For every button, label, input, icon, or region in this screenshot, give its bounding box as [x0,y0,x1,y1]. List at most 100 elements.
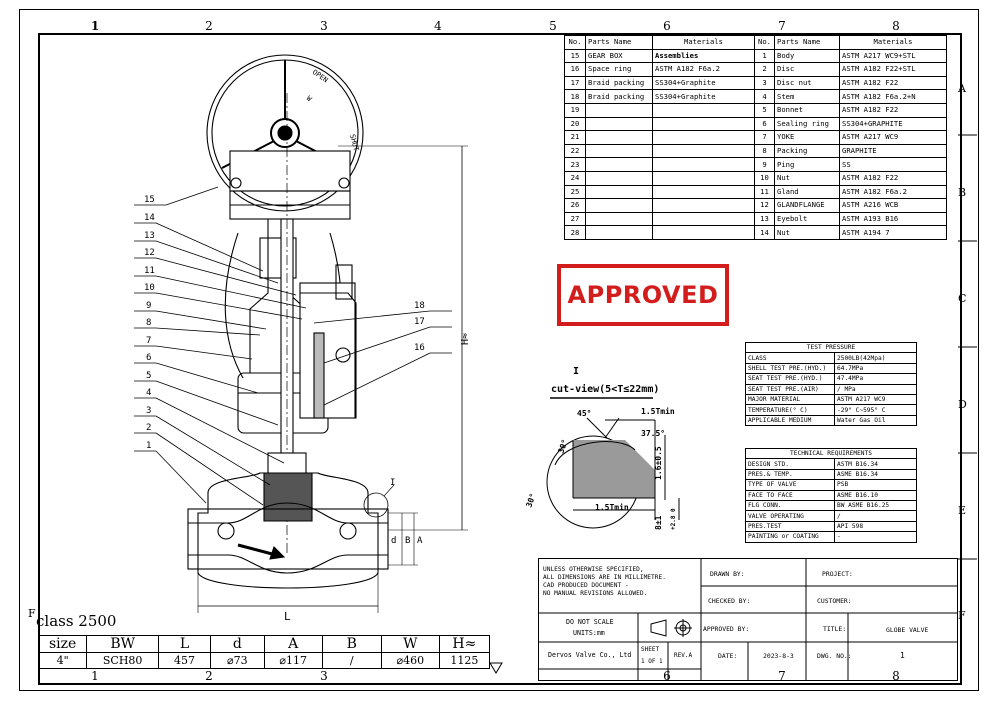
size-value-cell: ⌀73 [209,652,265,669]
inner-frame [38,33,962,685]
size-header-cell: B [321,635,382,653]
callout-4: 4 [146,388,151,398]
test_pressure-row: TEMPERATURE(° C)-29° C~595° C [745,404,917,416]
cut-tmin-bottom: 1.5Tmin [595,502,629,512]
bom-cell: Packing [774,143,840,159]
bom-cell: ASTM A182 F22 [839,75,947,91]
zone-ticks-right [958,134,977,560]
bom-cell: Gland [774,184,840,200]
test_pressure-cell: TEMPERATURE(° C) [745,404,835,416]
units: UNITS:mm [573,629,605,637]
bom-cell: Nut [774,170,840,186]
bom-cell: 19 [564,102,586,118]
callout-5: 5 [146,371,151,381]
title-block-grid [538,558,958,681]
zone-bottom-8: 8 [892,669,900,683]
zone-side-b: B [958,186,967,199]
technical-row: DESIGN STD.ASTM B16.34 [745,458,917,470]
technical-cell: FACE TO FACE [745,489,835,501]
bom-cell [585,225,653,240]
bom-cell: 28 [564,225,586,240]
title-label: TITLE: [823,625,847,633]
technical-cell: ASTM B16.34 [834,458,917,470]
bom-cell [585,143,653,159]
approved-by: APPROVED BY: [703,625,750,633]
size-value-cell: / [321,652,382,669]
bom-cell: ASTM A182 F22 [839,170,947,186]
bom-header-row: No. Parts Name Materials No. Parts Name … [564,35,947,50]
cut-tol-a: 1.6±0.5 [654,446,663,480]
bom-table: No. Parts Name Materials No. Parts Name … [564,35,947,240]
bom-cell [652,184,755,200]
bom-cell: Disc [774,62,840,77]
cut-angle-37: 37.5° [641,429,665,438]
callout-13: 13 [144,231,155,241]
size-header-cell: L [158,635,211,653]
callout-18: 18 [414,301,425,311]
technical-cell: FLG CONN. [745,499,835,512]
size-value-cell: 457 [158,652,211,669]
technical-cell: PSB [834,479,917,491]
bom-cell: SS [839,157,947,172]
bom-cell: Stem [774,89,840,104]
zone-bottom-2: 2 [205,669,213,683]
bom-cell: SS304+Graphite [652,89,755,104]
size-value-cell: 1125 [438,652,491,669]
dwg-value: 1 [900,651,905,660]
customer-label: CUSTOMER: [817,597,852,605]
sheet-label: SHEET [641,646,660,653]
bom-cell [652,143,755,159]
test_pressure-cell: Water Gas Oil [834,414,917,427]
dim-h: H≈ [460,333,471,345]
technical-cell: ASME B16.10 [834,489,917,501]
bom-cell: ASTM A193 B16 [839,211,947,227]
cut-tol-c: +2.8 0 [670,508,677,530]
bom-cell [652,157,755,172]
bom-cell: Braid packing [585,89,653,104]
zone-side-d: D [958,398,967,411]
test_pressure-cell: SEAT TEST PRE.(AIR) [745,383,835,395]
bom-cell: ASTM A182 F6a.2 [839,184,947,200]
bom-cell: 15 [564,48,586,64]
test_pressure-cell: MAJOR MATERIAL [745,393,835,406]
bom-cell: ASTM A217 WC9+STL [839,48,947,64]
bom-cell: ASTM A182 F22+STL [839,62,947,77]
test_pressure-cell: APPLICABLE MEDIUM [745,414,835,427]
bom-cell: 6 [754,116,775,132]
cut-angle-45: 45° [577,409,591,418]
technical-row: FLG CONN.BW ASME B16.25 [745,499,917,512]
bom-cell [585,211,653,227]
size-header-cell: BW [86,635,160,653]
cut-view-ref: I [573,366,580,377]
bom-cell: 4 [754,89,775,104]
open-label: OPEN [311,68,329,84]
test_pressure-row: SEAT TEST PRE.(HYD.)47.4MPa [745,373,917,385]
callout-14: 14 [144,213,155,223]
bom-cell [652,211,755,227]
zone-top-2: 2 [205,19,213,33]
title-notes: UNLESS OTHERWISE SPECIFIED, ALL DIMENSIO… [543,566,666,598]
callout-15: 15 [144,195,155,205]
bom-cell: 1 [754,48,775,64]
size-value-cell: ⌀460 [380,652,440,669]
bom-cell: ASTM A182 F22 [839,102,947,118]
dim-l: L [284,610,291,623]
note-line-4: NO MANUAL REVISIONS ALLOWED. [543,590,648,597]
size-header-cell: size [37,635,88,653]
technical-cell: PRES.TEST [745,520,835,533]
test_pressure-cell: -29° C~595° C [834,404,917,416]
bom-cell [652,116,755,132]
cut-tmin-top: 1.5Tmin [641,406,675,416]
bom-cell: 11 [754,184,775,200]
bom-cell: Nut [774,225,840,240]
do-not-scale: DO NOT SCALE [566,618,614,626]
zone-bottom-3: 3 [320,669,328,683]
bom-cell: ASTM A182 F6a.2 [652,62,755,77]
bom-cell: 24 [564,170,586,186]
technical-cell: - [834,531,917,543]
